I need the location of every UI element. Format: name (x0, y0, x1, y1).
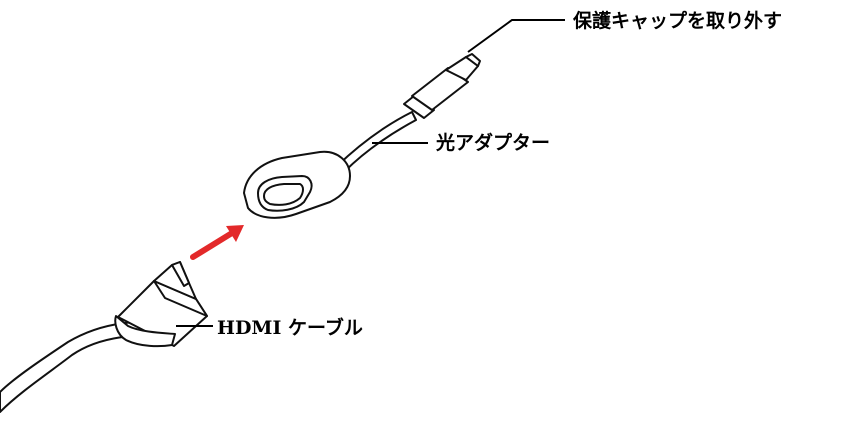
optical-adapter-port-inner (263, 183, 304, 206)
insert-direction-arrow-icon (190, 225, 244, 260)
hdmi-cable-label: HDMI ケーブル (217, 317, 363, 339)
hdmi-plug-tip (171, 261, 190, 287)
protective-cap-label: 保護キャップを取り外す (573, 10, 783, 32)
optical-adapter-barrel (411, 67, 469, 111)
optical-adapter-tip (465, 53, 481, 67)
optical-adapter-barrel-base (403, 95, 435, 119)
optical-adapter-label: 光アダプター (436, 132, 551, 154)
hdmi-cable (0, 261, 208, 413)
hdmi-connector-boot (114, 315, 176, 348)
callout-line-protective-cap (467, 19, 565, 53)
